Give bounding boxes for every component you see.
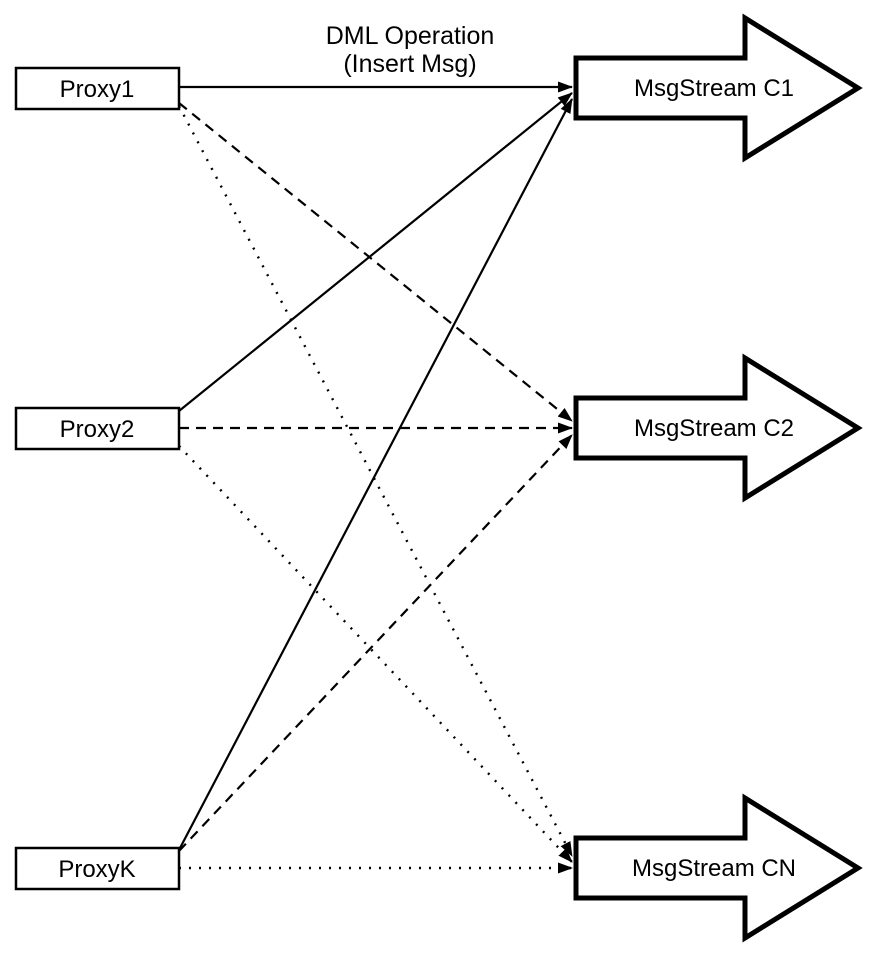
msgstream-cn-label: MsgStream CN: [632, 855, 796, 882]
edge-proxyk-to-msgstream-c1: [178, 98, 573, 851]
msgstream-c2-arrow: [573, 353, 863, 503]
proxyk-node: [14, 846, 181, 891]
msgstream-c1-label: MsgStream C1: [634, 75, 794, 102]
edge-proxy2-to-msgstream-c1: [178, 92, 573, 412]
proxy1-node: [14, 66, 181, 111]
edge-proxy1-to-msgstream-cn: [177, 105, 574, 857]
proxy2-node: [14, 406, 181, 451]
edge-proxy2-to-msgstream-cn: [178, 445, 573, 863]
proxy1-label: Proxy1: [60, 76, 135, 103]
edge-proxyk-to-msgstream-c2: [178, 434, 573, 852]
msgstream-c1-arrow: [573, 13, 863, 163]
msgstream-cn-arrow: [573, 793, 863, 943]
dml-operation-annotation-line2: (Insert Msg): [343, 50, 476, 78]
edge-proxy1-to-msgstream-c2: [178, 102, 573, 422]
dml-operation-annotation-line1: DML Operation: [326, 22, 495, 50]
msgstream-c2-label: MsgStream C2: [634, 415, 794, 442]
proxy2-label: Proxy2: [60, 416, 135, 443]
proxyk-label: ProxyK: [58, 856, 135, 883]
